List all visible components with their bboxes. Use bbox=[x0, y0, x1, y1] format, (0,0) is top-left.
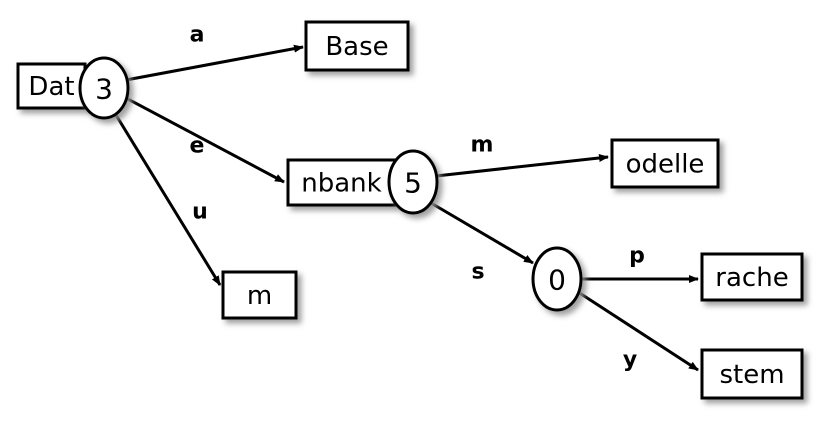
edge-n5-to-n0 bbox=[430, 201, 534, 265]
node-label: nbank bbox=[301, 169, 381, 199]
edge-label-e: e bbox=[190, 134, 205, 159]
node-ellipse-shape[interactable] bbox=[78, 56, 130, 120]
edge-n0-to-stem bbox=[577, 290, 699, 372]
edge-line bbox=[125, 44, 304, 82]
edge-n5-to-odelle bbox=[435, 154, 609, 178]
edge-label-m: m bbox=[471, 133, 494, 158]
nodes-layer: Dat 3 Base nbank 5 m odelle 0 rache stem bbox=[16, 20, 804, 400]
node-dat[interactable]: Dat bbox=[16, 62, 87, 110]
node-rache[interactable]: rache bbox=[700, 252, 804, 302]
node-n3[interactable]: 3 bbox=[78, 56, 130, 120]
node-box-shape[interactable] bbox=[304, 20, 410, 72]
edge-line bbox=[435, 154, 609, 178]
node-label: rache bbox=[715, 263, 788, 293]
edge-line bbox=[125, 96, 285, 184]
edge-label-p: p bbox=[629, 244, 645, 269]
edge-labels-layer: a e u m s p y bbox=[190, 23, 645, 373]
node-odelle[interactable]: odelle bbox=[610, 138, 720, 189]
node-base[interactable]: Base bbox=[304, 20, 410, 72]
edge-line bbox=[430, 201, 534, 265]
node-label: 5 bbox=[404, 167, 422, 200]
node-label: 0 bbox=[548, 264, 566, 297]
node-box-shape[interactable] bbox=[221, 270, 298, 320]
node-n0[interactable]: 0 bbox=[531, 246, 583, 312]
edge-line bbox=[577, 290, 699, 372]
node-label: m bbox=[247, 281, 272, 311]
edge-label-u: u bbox=[192, 200, 208, 225]
node-stem[interactable]: stem bbox=[700, 348, 804, 400]
node-nbank[interactable]: nbank bbox=[286, 158, 397, 207]
edge-label-y: y bbox=[623, 348, 637, 373]
node-label: stem bbox=[719, 360, 784, 390]
node-box-shape[interactable] bbox=[16, 62, 87, 110]
edge-n3-to-m_box bbox=[114, 114, 222, 286]
node-label: odelle bbox=[626, 150, 705, 180]
edge-label-a: a bbox=[190, 23, 205, 48]
node-box-shape[interactable] bbox=[610, 138, 720, 189]
edge-n3-to-base bbox=[125, 44, 304, 82]
node-ellipse-shape[interactable] bbox=[531, 246, 583, 312]
node-label: Dat bbox=[28, 72, 74, 102]
node-ellipse-shape[interactable] bbox=[387, 149, 439, 215]
node-n5[interactable]: 5 bbox=[387, 149, 439, 215]
node-label: 3 bbox=[95, 73, 113, 106]
node-m_box[interactable]: m bbox=[221, 270, 298, 320]
edges-layer bbox=[114, 44, 699, 372]
edge-line bbox=[114, 114, 222, 286]
node-label: Base bbox=[325, 32, 388, 62]
node-box-shape[interactable] bbox=[700, 348, 804, 400]
node-box-shape[interactable] bbox=[286, 158, 397, 207]
edge-label-s: s bbox=[471, 260, 484, 285]
edge-n3-to-nbank bbox=[125, 96, 285, 184]
node-box-shape[interactable] bbox=[700, 252, 804, 302]
